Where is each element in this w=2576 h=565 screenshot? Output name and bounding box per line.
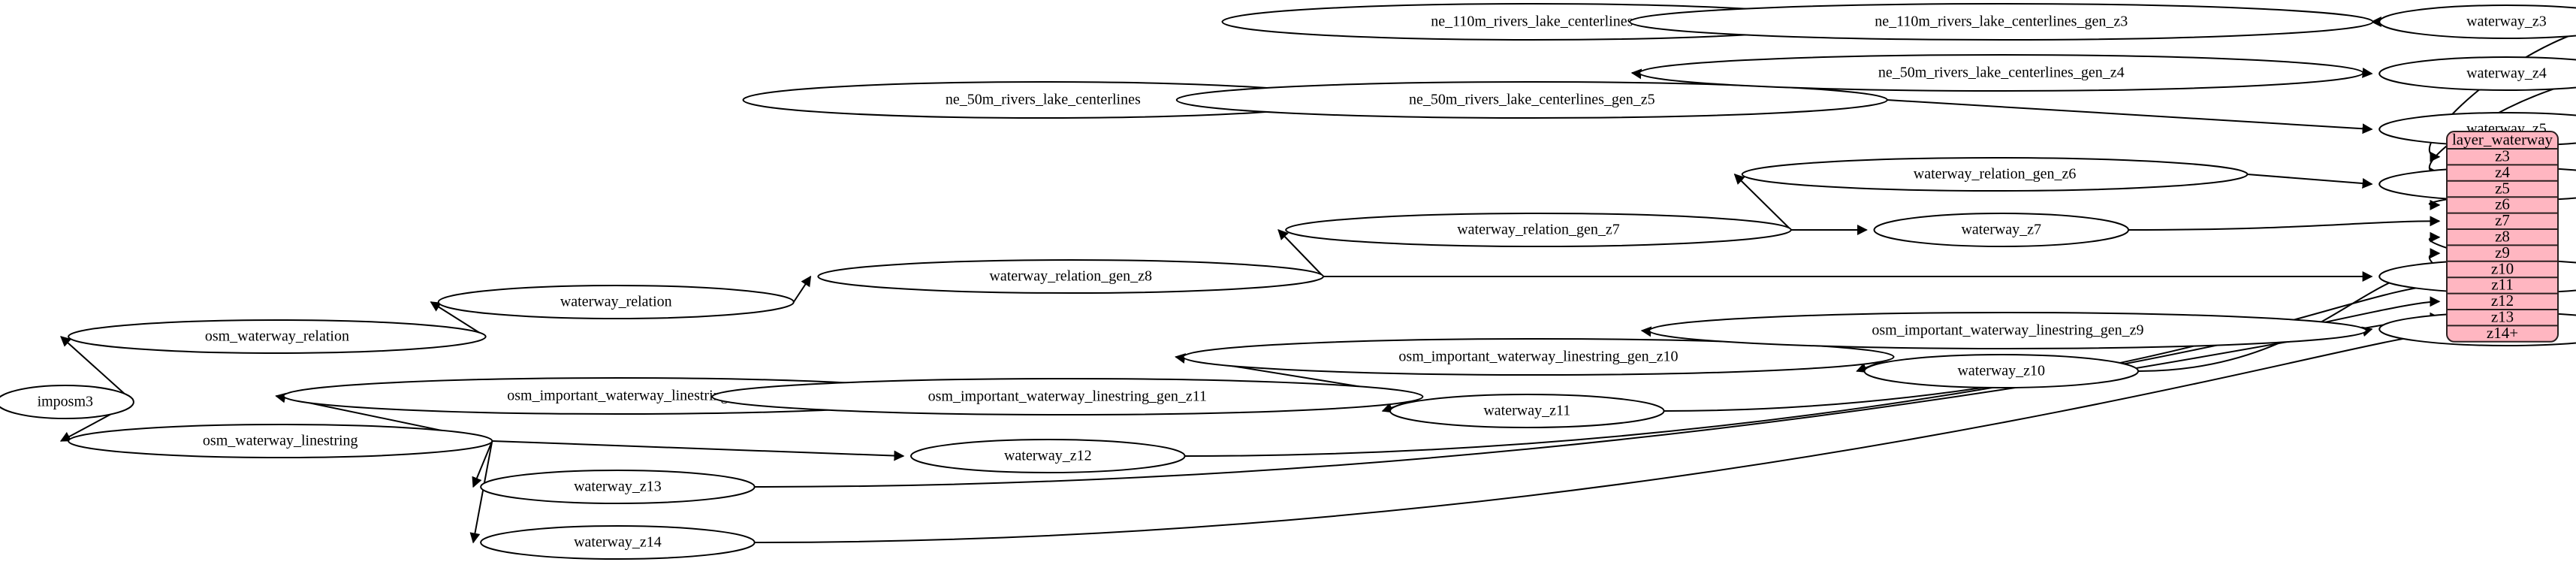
node-imposm3[interactable]: imposm3 xyxy=(0,385,134,419)
node-label: osm_important_waterway_linestring xyxy=(507,388,728,404)
edge-waterway_relation_gen_z7-to-waterway_relation_gen_z6 xyxy=(1733,174,1792,231)
node-shape xyxy=(2378,56,2576,91)
node-label: waterway_relation xyxy=(560,294,672,310)
node-label: waterway_relation_gen_z8 xyxy=(989,268,1152,285)
node-shape xyxy=(0,385,134,419)
table-row-z3[interactable]: z3 xyxy=(2495,147,2510,165)
node-waterway_relation_gen_z6[interactable]: waterway_relation_gen_z6 xyxy=(1741,157,2249,192)
node-shape xyxy=(711,378,1424,415)
table-row-z14plus[interactable]: z14+ xyxy=(2487,324,2518,342)
node-label: osm_important_waterway_linestring_gen_z9 xyxy=(1872,322,2143,339)
node-ne_50m_rivers_lake_centerlines_gen_z4[interactable]: ne_50m_rivers_lake_centerlines_gen_z4 xyxy=(1639,54,2364,92)
node-label: osm_waterway_linestring xyxy=(203,433,358,449)
table-row-z11[interactable]: z11 xyxy=(2491,276,2514,294)
node-waterway_z4[interactable]: waterway_z4 xyxy=(2378,56,2576,91)
node-waterway_z10[interactable]: waterway_z10 xyxy=(1863,354,2140,388)
node-shape xyxy=(1639,54,2364,92)
node-osm_important_waterway_linestring_gen_z11[interactable]: osm_important_waterway_linestring_gen_z1… xyxy=(711,378,1424,415)
layer-waterway-table: layer_waterwayz3z4z5z6z7z8z9z10z11z12z13… xyxy=(2446,130,2559,343)
table-row-z10[interactable]: z10 xyxy=(2491,259,2514,277)
edge-ne_50m_rivers_lake_centerlines_gen_z4-to-waterway_z4 xyxy=(2362,67,2373,78)
edge-osm_important_waterway_linestring_gen_z9-to-waterway_z9 xyxy=(2361,326,2373,337)
node-waterway_z13[interactable]: waterway_z13 xyxy=(480,470,756,504)
node-label: ne_50m_rivers_lake_centerlines xyxy=(946,92,1141,108)
node-waterway_z3[interactable]: waterway_z3 xyxy=(2378,5,2576,39)
node-shape xyxy=(1863,354,2140,388)
edge-imposm3-to-osm_waterway_relation xyxy=(60,336,134,403)
node-waterway_z12[interactable]: waterway_z12 xyxy=(910,439,1186,473)
node-shape xyxy=(2378,5,2576,39)
node-osm_waterway_relation[interactable]: osm_waterway_relation xyxy=(68,319,487,354)
edge-waterway_z11-to-layer_waterway_z11 xyxy=(1664,279,2441,412)
node-shape xyxy=(1389,394,1665,428)
node-shape xyxy=(817,259,1325,294)
table-row-z7[interactable]: z7 xyxy=(2495,211,2510,229)
node-label: waterway_relation_gen_z6 xyxy=(1914,166,2077,183)
node-label: waterway_z11 xyxy=(1483,403,1570,419)
node-osm_waterway_linestring[interactable]: osm_waterway_linestring xyxy=(68,424,493,458)
node-label: waterway_z12 xyxy=(1004,448,1092,464)
table-row-z8[interactable]: z8 xyxy=(2495,228,2510,246)
node-label: osm_important_waterway_linestring_gen_z1… xyxy=(928,388,1207,405)
node-waterway_z11[interactable]: waterway_z11 xyxy=(1389,394,1665,428)
node-waterway_relation_gen_z8[interactable]: waterway_relation_gen_z8 xyxy=(817,259,1325,294)
node-shape xyxy=(1648,312,2367,349)
edge-waterway_z14-to-layer_waterway_z14_ xyxy=(754,328,2441,543)
table-header-label: layer_waterway xyxy=(2452,130,2553,148)
edge-osm_waterway_linestring-to-waterway_z14 xyxy=(469,440,493,544)
node-label: waterway_z14 xyxy=(574,534,662,551)
node-label: ne_50m_rivers_lake_centerlines_gen_z5 xyxy=(1409,92,1655,108)
table-row-z12[interactable]: z12 xyxy=(2491,292,2514,310)
node-waterway_relation_gen_z7[interactable]: waterway_relation_gen_z7 xyxy=(1285,213,1792,247)
edge-waterway_relation_gen_z8-to-waterway_relation_gen_z7 xyxy=(1277,228,1324,277)
node-label: waterway_z7 xyxy=(1961,222,2041,238)
node-label: ne_110m_rivers_lake_centerlines_gen_z3 xyxy=(1875,14,2128,30)
node-label: waterway_relation_gen_z7 xyxy=(1457,222,1620,238)
node-label: ne_50m_rivers_lake_centerlines_gen_z4 xyxy=(1878,65,2125,81)
edge-waterway_relation_gen_z6-to-waterway_z6 xyxy=(2247,174,2373,189)
node-shape xyxy=(1741,157,2249,192)
table-row-z13[interactable]: z13 xyxy=(2491,308,2514,326)
edge-waterway_relation-to-waterway_relation_gen_z8 xyxy=(792,275,812,303)
node-shape xyxy=(437,285,795,319)
node-ne_50m_rivers_lake_centerlines[interactable]: ne_50m_rivers_lake_centerlines xyxy=(742,81,1344,119)
node-waterway_relation[interactable]: waterway_relation xyxy=(437,285,795,319)
node-label: waterway_z4 xyxy=(2466,65,2547,82)
nodes-layer: imposm3 osm_waterway_relation osm_waterway… xyxy=(0,3,2576,560)
edge-osm_waterway_relation-to-waterway_relation xyxy=(430,301,487,337)
node-osm_important_waterway_linestring_gen_z10[interactable]: osm_important_waterway_linestring_gen_z1… xyxy=(1182,338,1895,376)
edge-waterway_z7-to-layer_waterway_z7 xyxy=(2128,216,2441,231)
table-row-z9[interactable]: z9 xyxy=(2495,243,2510,261)
node-label: waterway_z13 xyxy=(574,479,662,495)
node-label: osm_waterway_relation xyxy=(205,328,349,345)
node-shape xyxy=(480,525,756,560)
node-shape xyxy=(1175,81,1888,119)
node-osm_important_waterway_linestring_gen_z9[interactable]: osm_important_waterway_linestring_gen_z9 xyxy=(1648,312,2367,349)
node-ne_110m_rivers_lake_centerlines_gen_z3[interactable]: ne_110m_rivers_lake_centerlines_gen_z3 xyxy=(1629,3,2374,41)
node-shape xyxy=(480,470,756,504)
edge-ne_50m_rivers_lake_centerlines_gen_z5-to-waterway_z5 xyxy=(1887,99,2373,134)
node-shape xyxy=(1873,213,2130,247)
node-shape xyxy=(1182,338,1895,376)
node-label: ne_110m_rivers_lake_centerlines xyxy=(1431,14,1633,30)
node-waterway_z7[interactable]: waterway_z7 xyxy=(1873,213,2130,247)
table-row-z6[interactable]: z6 xyxy=(2495,195,2510,213)
edge-osm_waterway_linestring-to-waterway_z12 xyxy=(492,440,905,461)
node-shape xyxy=(1629,3,2374,41)
node-shape xyxy=(1285,213,1792,247)
table-row-z5[interactable]: z5 xyxy=(2495,179,2510,197)
table-row-z4[interactable]: z4 xyxy=(2495,163,2510,181)
node-label: osm_important_waterway_linestring_gen_z1… xyxy=(1398,349,1678,365)
node-shape xyxy=(910,439,1186,473)
node-label: waterway_z3 xyxy=(2466,14,2547,30)
node-ne_50m_rivers_lake_centerlines_gen_z5[interactable]: ne_50m_rivers_lake_centerlines_gen_z5 xyxy=(1175,81,1888,119)
node-shape xyxy=(68,319,487,354)
table-body xyxy=(2446,131,2559,343)
node-shape xyxy=(68,424,493,458)
node-label: imposm3 xyxy=(38,394,93,410)
node-waterway_z14[interactable]: waterway_z14 xyxy=(480,525,756,560)
edge-osm_waterway_linestring-to-waterway_z13 xyxy=(472,440,493,488)
node-label: waterway_z10 xyxy=(1957,363,2045,379)
